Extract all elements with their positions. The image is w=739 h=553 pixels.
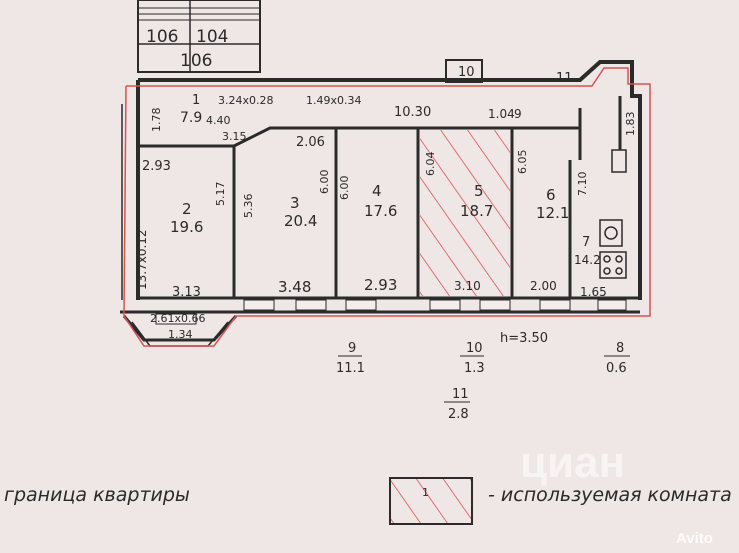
neighbour-unit-c: 106 xyxy=(180,51,212,71)
corridor-dim-a: 3.24x0.28 xyxy=(218,94,274,107)
room-walls xyxy=(232,128,572,298)
corridor-dim-d: 2.06 xyxy=(296,135,325,150)
room-4-bottom: 2.93 xyxy=(364,276,397,294)
legend-room-sample: 1 xyxy=(389,477,473,525)
room-7-number: 7 xyxy=(582,235,590,250)
room-7: 7 14.2 1.65 xyxy=(574,235,607,299)
corridor-dim-h: 9 xyxy=(514,107,522,121)
neighbour-units: 106 104 106 xyxy=(137,0,261,73)
cian-watermark: циан xyxy=(520,438,626,487)
room-2-height: 13.7x0.12 xyxy=(135,229,149,290)
corridor-area: 7.9 xyxy=(180,110,202,126)
box-10-label: 10 xyxy=(458,65,475,80)
apartment-boundary xyxy=(123,67,651,347)
below-10-number: 10 xyxy=(466,341,483,356)
room-6-depth: 6.05 xyxy=(516,150,529,175)
avito-watermark: Avito xyxy=(676,530,713,547)
below-11-area: 2.8 xyxy=(448,407,469,422)
corridor-dim-j: 1.83 xyxy=(624,112,637,137)
room-3-number: 3 xyxy=(290,194,300,212)
room-2-width: 2.93 xyxy=(142,159,171,174)
room-4-area: 17.6 xyxy=(364,202,397,220)
room-4: 4 17.6 6.00 2.93 xyxy=(338,176,397,295)
below-spaces: 9 11.1 10 1.3 h=3.50 8 0.6 11 2.8 xyxy=(336,331,630,422)
room-6-side: 7.10 xyxy=(576,172,589,197)
room-5-depth: 6.04 xyxy=(424,152,437,177)
apartment-walls xyxy=(120,60,642,347)
corridor-labels: 1 7.9 3.24x0.28 4.40 3.15 2.06 1.49x0.34… xyxy=(150,93,637,150)
ceiling-height: h=3.50 xyxy=(500,331,548,346)
below-8-number: 8 xyxy=(616,341,624,356)
bay-dim-a: 2.61x0.66 xyxy=(150,312,206,325)
room-6-bottom: 2.00 xyxy=(530,279,557,293)
room-6-area: 12.1 xyxy=(536,204,569,222)
room-3-area: 20.4 xyxy=(284,212,317,230)
corridor-dim-b: 4.40 xyxy=(206,114,231,127)
corridor-dim-c: 3.15 xyxy=(222,130,247,143)
room-7-area: 14.2 xyxy=(574,253,601,267)
corridor-walls xyxy=(138,96,622,160)
corridor-dim-g: 1.04 xyxy=(488,107,515,121)
room-6-number: 6 xyxy=(546,186,556,204)
below-10-area: 1.3 xyxy=(464,361,485,376)
corridor-dim-f: 10.30 xyxy=(394,105,431,120)
room-5: 5 18.7 6.04 3.10 xyxy=(424,152,493,294)
room-3: 3 20.4 5.36 6.00 3.48 xyxy=(242,170,331,297)
top-boxes: 10 11 xyxy=(445,59,573,86)
room-6: 6 12.1 6.05 7.10 2.00 xyxy=(516,150,589,294)
room-3-side: 5.36 xyxy=(242,194,255,219)
room-2-number: 2 xyxy=(182,200,192,218)
room-5-number: 5 xyxy=(474,182,484,200)
below-8-area: 0.6 xyxy=(606,361,627,376)
room-2-bottom: 3.13 xyxy=(172,285,201,300)
room-5-bottom: 3.10 xyxy=(454,279,481,293)
below-11-number: 11 xyxy=(452,387,469,402)
room-5-area: 18.7 xyxy=(460,202,493,220)
corridor-dim-e: 1.49x0.34 xyxy=(306,94,362,107)
room-2-side: 5.17 xyxy=(214,182,227,207)
corridor-dim-i: 1.78 xyxy=(150,108,163,133)
room-4-number: 4 xyxy=(372,182,382,200)
bay-labels: 2.61x0.66 1.34 xyxy=(150,312,206,341)
below-9-area: 11.1 xyxy=(336,361,365,376)
legend-border-label: граница квартиры xyxy=(4,484,190,506)
room-7-bottom: 1.65 xyxy=(580,285,607,299)
below-9-number: 9 xyxy=(348,341,356,356)
box-11-label: 11 xyxy=(556,71,573,86)
facade-windows xyxy=(155,299,627,325)
room-2: 2.93 2 19.6 5.17 13.7x0.12 3.13 xyxy=(135,159,227,300)
legend-sample-number: 1 xyxy=(422,486,429,499)
room-4-depth: 6.00 xyxy=(338,176,351,201)
neighbour-unit-a: 106 xyxy=(146,27,178,47)
legend-room-label: - используемая комната xyxy=(488,484,732,506)
room-3-depth: 6.00 xyxy=(318,170,331,195)
room-2-area: 19.6 xyxy=(170,218,203,236)
used-room-hatch xyxy=(420,130,510,296)
kitchen-fixtures xyxy=(599,149,627,279)
neighbour-unit-b: 104 xyxy=(196,27,228,47)
corridor-number: 1 xyxy=(192,93,200,108)
bay-dim-b: 1.34 xyxy=(168,328,193,341)
room-3-bottom: 3.48 xyxy=(278,278,311,296)
